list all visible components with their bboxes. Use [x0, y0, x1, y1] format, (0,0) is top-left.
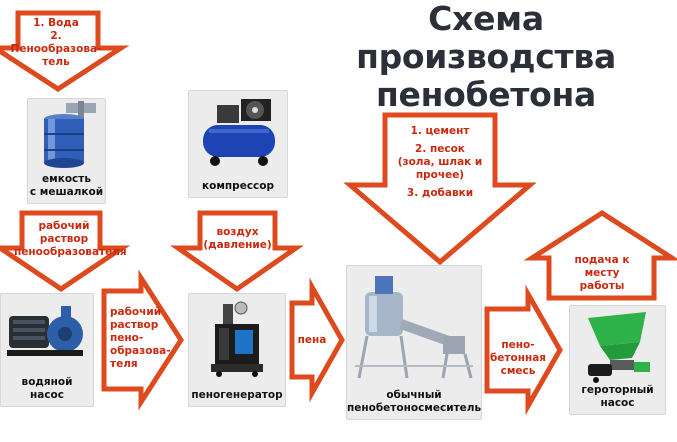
label-foam: пена	[297, 334, 327, 346]
label-mix: пено- бетонная смесь	[489, 339, 547, 377]
mixer-box: обычный пенобетоносмеситель	[346, 265, 482, 420]
gerotor-pump-box: геротoрный насос	[569, 305, 666, 415]
label-delivery: подача к месту работы	[574, 254, 630, 292]
tank-icon	[44, 101, 96, 168]
foam-generator-caption: пеногенератор	[191, 389, 283, 401]
label-materials: 1. цемент 2. песок (зола, шлак и прочее)…	[397, 125, 483, 199]
compressor-icon	[203, 99, 275, 166]
compressor-box: компрессор	[188, 90, 288, 198]
label-air: воздух (давление)	[203, 226, 272, 251]
tank-box: емкость с мешалкой	[27, 98, 106, 204]
pump-caption: водяной насос	[21, 376, 73, 401]
arrow-solution-right	[101, 269, 184, 411]
label-solution-flow: рабочий раствор пено- образова- теля	[110, 306, 171, 370]
arrow-mix-right	[484, 284, 563, 416]
gerotor-pump-caption: геротoрный насос	[581, 384, 654, 409]
mixer-caption: обычный пенобетоносмеситель	[347, 389, 482, 414]
pump-box: водяной насос	[0, 293, 94, 407]
title-line-2: пенобетона	[376, 75, 596, 114]
label-water-foam: 1. Вода 2. Пенообразова- тель	[10, 17, 102, 68]
arrow-solution-down	[0, 210, 131, 293]
tank-caption: емкость с мешалкой	[29, 173, 104, 198]
mixer-icon	[355, 276, 473, 379]
title-line-1: Схема производства	[356, 0, 616, 76]
label-solution: рабочий раствор пенообразователя	[14, 220, 127, 258]
gerotor-pump-icon	[588, 312, 650, 383]
foam-generator-box: пеногенератор	[188, 293, 286, 407]
compressor-caption: компрессор	[202, 180, 274, 192]
arrow-water-foam	[0, 10, 130, 92]
page-title: Схема производства пенобетона	[300, 0, 672, 114]
arrow-air-down	[170, 210, 304, 293]
arrow-materials-down	[343, 112, 537, 266]
foam-generator-icon	[211, 301, 263, 377]
pump-icon	[7, 306, 83, 356]
arrow-delivery-up	[523, 210, 677, 301]
arrow-foam-right	[289, 277, 345, 403]
